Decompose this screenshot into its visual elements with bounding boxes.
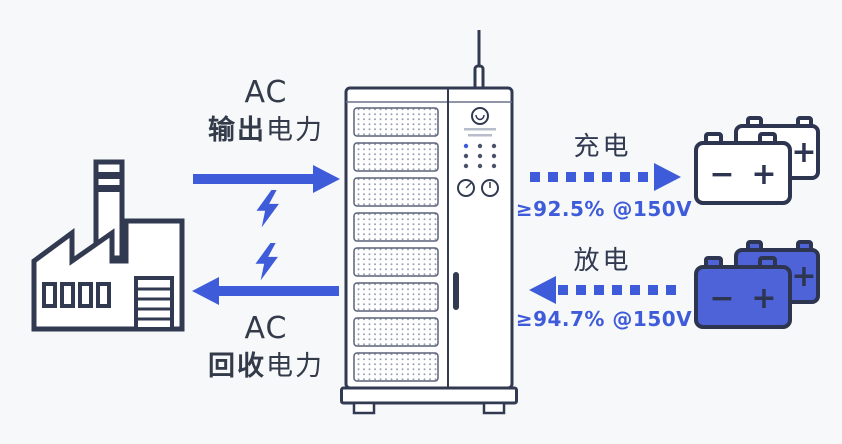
cabinet-door-handle <box>453 272 459 310</box>
factory-windows <box>42 282 111 308</box>
battery-minus-mark: − <box>709 157 734 192</box>
ac-return-prefix: AC <box>244 311 288 346</box>
cabinet-control-panel <box>453 107 499 310</box>
cabinet-vent-panels <box>353 107 439 382</box>
ac-return-suffix: 电力 <box>266 350 324 382</box>
discharge-label: 放电 <box>573 246 632 276</box>
arrow-ac-return-left <box>192 277 339 305</box>
ac-output-prefix: AC <box>244 75 288 110</box>
charge-label: 充电 <box>573 132 632 162</box>
battery-plus-mark: + <box>751 157 776 192</box>
battery-test-cabinet-icon <box>340 30 518 415</box>
indicator-lights <box>463 143 497 169</box>
arrow-ac-output-right <box>193 165 340 193</box>
battery-minus-mark: − <box>709 281 734 316</box>
battery-plus-mark: + <box>791 259 816 294</box>
ac-output-text: 输出电力 <box>186 115 346 146</box>
ac-output-suffix: 电力 <box>266 114 324 146</box>
battery-front <box>694 256 792 329</box>
factory-icon <box>31 159 185 332</box>
battery-pack-charge-icon: + − + <box>694 116 820 205</box>
charge-efficiency: ≥92.5% @150V <box>515 197 693 221</box>
gauge-icon <box>457 179 499 197</box>
battery-front <box>694 132 792 205</box>
cabinet-base <box>340 386 518 415</box>
lightning-bolt-icon <box>256 190 279 228</box>
arrow-charge-right-dashed <box>530 163 681 191</box>
factory-door <box>134 276 174 331</box>
ac-output-emphasis: 输出 <box>208 114 266 146</box>
lightning-bolt-icon <box>255 243 278 281</box>
discharge-efficiency: ≥94.7% @150V <box>515 307 693 331</box>
battery-plus-mark: + <box>751 281 776 316</box>
battery-pack-discharge-icon: + − + <box>694 240 820 329</box>
ac-return-text: 回收电力 <box>186 351 346 382</box>
label-ac-output: AC 输出电力 <box>186 75 346 146</box>
cabinet-antenna-icon <box>473 30 485 92</box>
battery-plus-mark: + <box>791 135 816 170</box>
ac-return-emphasis: 回收 <box>208 350 266 382</box>
brand-logo-icon <box>471 107 489 125</box>
label-ac-return: AC 回收电力 <box>186 311 346 382</box>
arrow-discharge-left-dashed <box>529 276 680 304</box>
